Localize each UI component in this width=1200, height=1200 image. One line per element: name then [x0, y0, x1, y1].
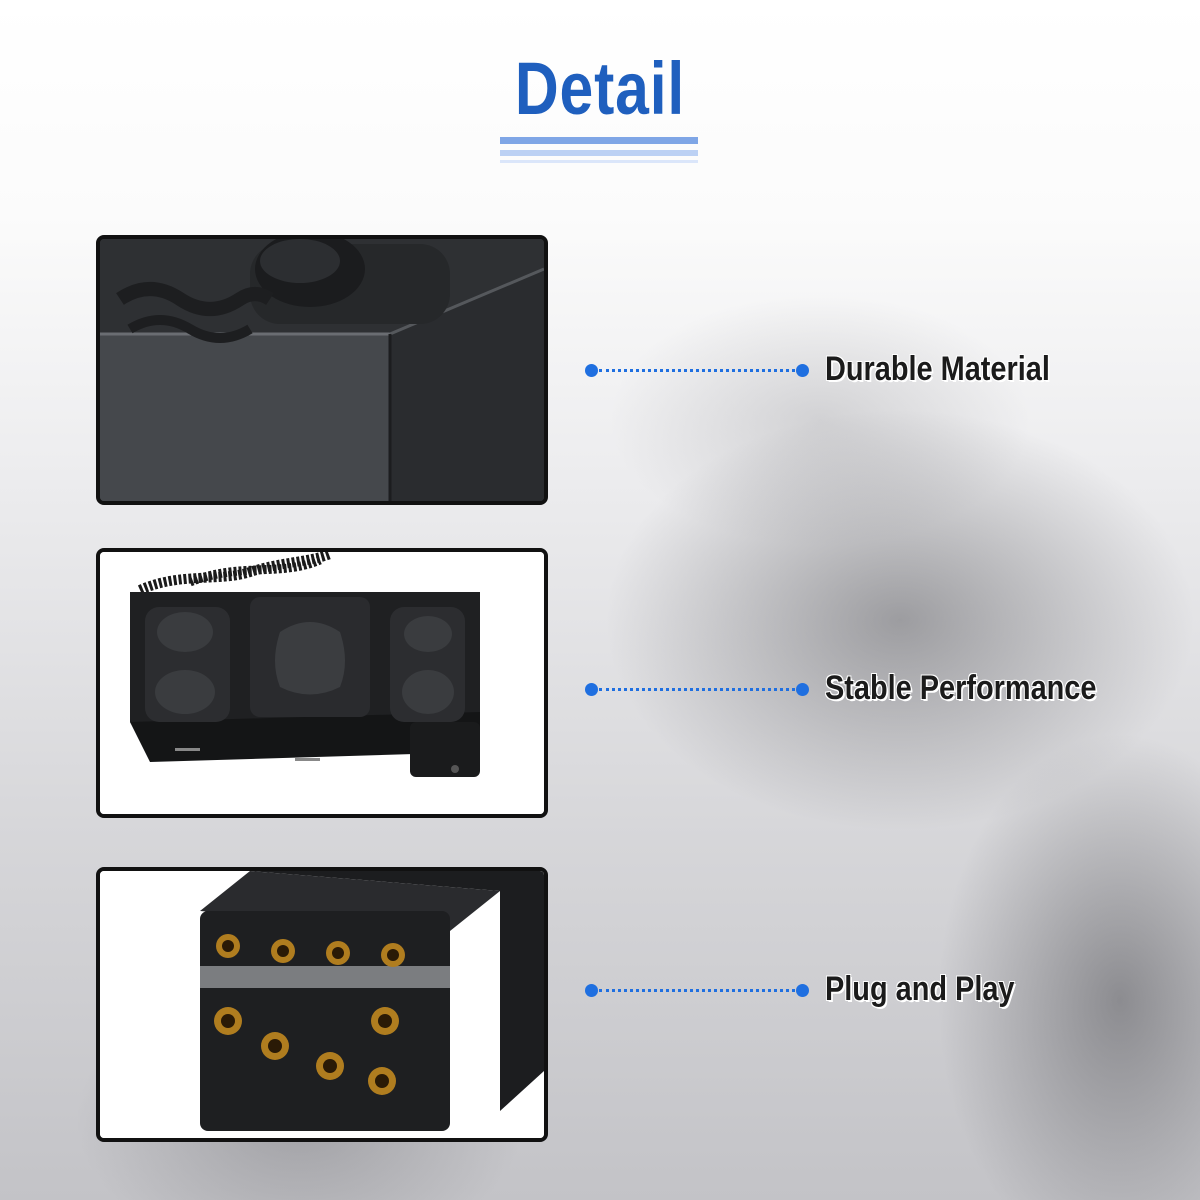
title-underline: [500, 137, 698, 144]
seat-switch-module-icon: [100, 552, 544, 814]
callout-dotted-line: [599, 688, 795, 691]
callout-dot-icon: [796, 984, 809, 997]
title-underline-2: [500, 150, 698, 156]
callout-dot-icon: [585, 984, 598, 997]
feature-label-plug: Plug and Play: [825, 970, 1015, 1008]
detail-photo-performance: [96, 548, 548, 818]
callout-dot-icon: [585, 364, 598, 377]
feature-label-durable: Durable Material: [825, 350, 1050, 388]
detail-photo-material: [96, 235, 548, 505]
callout-dotted-line: [599, 369, 795, 372]
callout-dot-icon: [585, 683, 598, 696]
title-underline-3: [500, 160, 698, 163]
page-title: Detail: [514, 47, 686, 130]
callout-dot-icon: [796, 683, 809, 696]
callout-dot-icon: [796, 364, 809, 377]
callout-dotted-line: [599, 989, 795, 992]
feature-label-stable: Stable Performance: [825, 669, 1097, 707]
switch-corner-closeup-icon: [100, 239, 544, 501]
connector-pins-icon: [100, 871, 544, 1138]
detail-photo-plug: [96, 867, 548, 1142]
